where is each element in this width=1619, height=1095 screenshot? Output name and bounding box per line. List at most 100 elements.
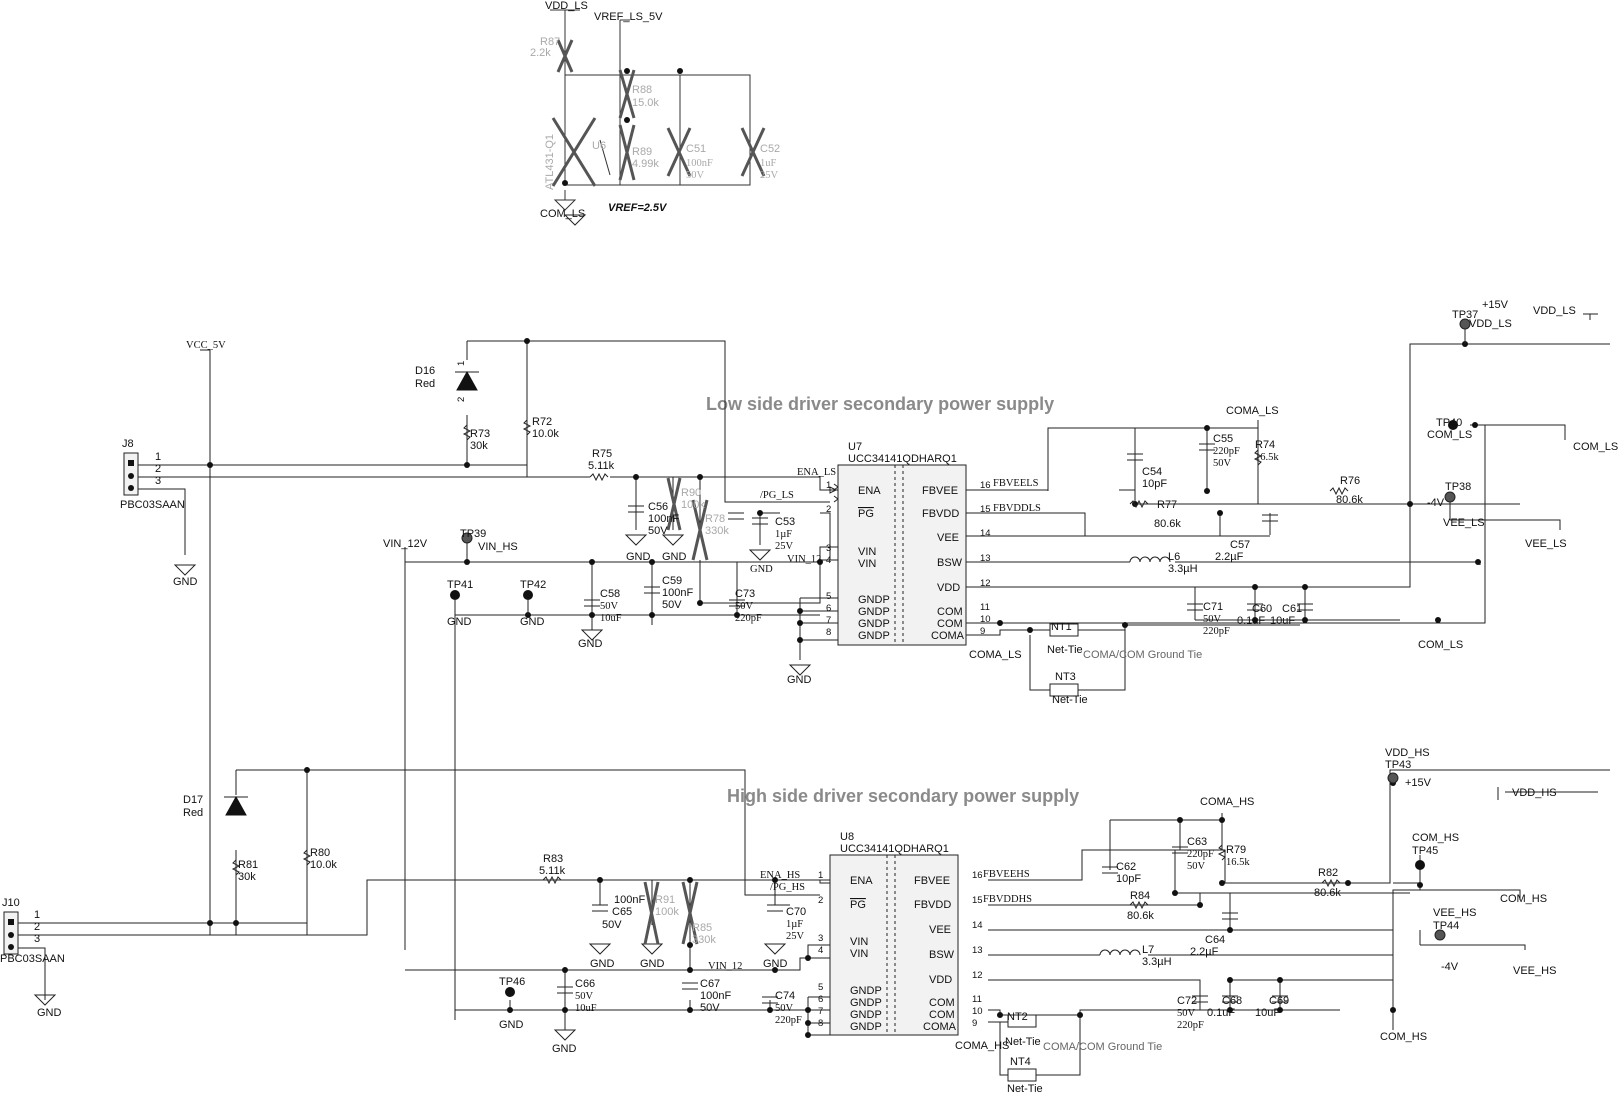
ena-hs-net: ENA_HS	[760, 870, 800, 881]
u7-num-2: 2	[826, 504, 831, 515]
u7-num-15: 15	[980, 504, 991, 515]
c65-value-1: 100nF	[614, 894, 645, 906]
u8-right-pins: FBVEE FBVDD VEE BSW VDD COM COM COMA 16 …	[914, 870, 983, 1033]
d17-label: D17	[183, 794, 203, 806]
r83-value: 5.11k	[539, 865, 566, 877]
c65-gnd: GND	[590, 958, 615, 970]
nt1-value: Net-Tie	[1047, 644, 1083, 656]
high-side-section: J10 PBC03SAAN 1 2 3 GND D17 Red R81 30k …	[0, 747, 1610, 1095]
c71-label: C71	[1203, 601, 1223, 613]
nt2-label: NT2	[1007, 1011, 1028, 1023]
u7-pin-ena: ENA	[858, 485, 881, 497]
r85-label: R85	[692, 922, 712, 934]
u6-label: U6	[592, 140, 606, 152]
u8-num-16: 16	[972, 870, 983, 881]
c59-value-1: 100nF	[662, 587, 693, 599]
c52-value-1: 1uF	[760, 158, 777, 169]
r77-value: 80.6k	[1154, 518, 1181, 530]
tp37-label: TP37	[1452, 309, 1478, 321]
c56-value-2: 50V	[648, 525, 668, 537]
u7-gnd: GND	[787, 674, 812, 686]
u7-pin-fbvdd: FBVDD	[922, 508, 959, 520]
c58-value-2: 10uF	[600, 613, 622, 624]
u8-num-4: 4	[818, 945, 823, 956]
r87-value: 2.2k	[530, 47, 551, 59]
pg-ls-net: /PG_LS	[760, 490, 794, 501]
minus4-ls: -4V	[1427, 497, 1445, 509]
r77-label: R77	[1157, 499, 1177, 511]
u7-pin-gndp-d: GNDP	[858, 630, 890, 642]
u7-ic-body	[837, 464, 967, 646]
u7-pin-coma: COMA	[931, 630, 965, 642]
u7-num-6: 6	[826, 603, 831, 614]
tp41-label: TP41	[447, 579, 473, 591]
r72-label: R72	[532, 416, 552, 428]
u7-num-10: 10	[980, 614, 991, 625]
nt3-label: NT3	[1055, 671, 1076, 683]
coma-ls-top: COMA_LS	[1226, 405, 1279, 417]
c54-label: C54	[1142, 466, 1162, 478]
fbveels-net: FBVEELS	[993, 478, 1039, 489]
tp39-icon	[461, 532, 473, 544]
low-side-title: Low side driver secondary power supply	[706, 394, 1054, 414]
c51-value-1: 100nF	[686, 158, 713, 169]
c53-gnd: GND	[750, 564, 773, 575]
c67-value-1: 100nF	[700, 990, 731, 1002]
u7-num-5: 5	[826, 591, 831, 602]
u8-pin-com-b: COM	[929, 1009, 955, 1021]
tp44-icon	[1434, 929, 1446, 941]
u7-num-13: 13	[980, 553, 991, 564]
plus15-hs: +15V	[1405, 777, 1432, 789]
vref-section: VDD_LS VREF_LS_5V R87 2.2k R88 15.0k R89…	[530, 0, 780, 220]
vee-ls-port: VEE_LS	[1525, 538, 1567, 550]
fbvddls-net: FBVDDLS	[993, 503, 1041, 514]
c66-label: C66	[575, 978, 595, 990]
vdd-hs-port: VDD_HS	[1512, 787, 1557, 799]
com-ls-port: COM_LS	[1573, 441, 1618, 453]
c60-value: 0.1uF	[1237, 615, 1265, 627]
u7-pin-gndp-c: GNDP	[858, 618, 890, 630]
j8-pin1: 1	[155, 451, 161, 463]
coma-hs-net: COMA_HS	[955, 1040, 1009, 1052]
u7-label: U7	[848, 441, 862, 453]
u8-num-13: 13	[972, 945, 983, 956]
c70-value-1: 1µF	[786, 919, 803, 930]
tp43-icon	[1387, 772, 1399, 784]
r79-label: R79	[1226, 844, 1246, 856]
com-ls-tp: COM_LS	[1427, 429, 1472, 441]
c68-value: 0.1uF	[1207, 1007, 1235, 1019]
c51-value-2: 50V	[686, 170, 705, 181]
r81-label: R81	[238, 859, 258, 871]
d16-color: Red	[415, 378, 435, 390]
u8-num-8: 8	[818, 1018, 823, 1029]
r73-value: 30k	[470, 440, 488, 452]
com-ls-bottom: COM_LS	[1418, 639, 1463, 651]
r79-value: 16.5k	[1226, 857, 1250, 868]
j10-gnd: GND	[37, 1007, 62, 1019]
c71-value-2: 220pF	[1203, 626, 1230, 637]
u8-num-9: 9	[972, 1018, 977, 1029]
j10-pin1: 1	[34, 909, 40, 921]
d16-pin1: 1	[456, 361, 467, 366]
r80-label: R80	[310, 847, 330, 859]
r84-label: R84	[1130, 890, 1150, 902]
r83-label: R83	[543, 853, 563, 865]
r72-value: 10.0k	[532, 428, 559, 440]
minus4-hs: -4V	[1441, 961, 1459, 973]
r84-value: 80.6k	[1127, 910, 1154, 922]
u6-part: ATL431-Q1	[544, 134, 556, 190]
c70-value-2: 25V	[786, 931, 805, 942]
r85-value: 330k	[692, 934, 716, 946]
c67-value-2: 50V	[700, 1002, 720, 1014]
r82-label: R82	[1318, 867, 1338, 879]
tp41-icon	[450, 590, 460, 600]
j8-part: PBC03SAAN	[120, 499, 185, 511]
tp40-icon	[1448, 420, 1458, 430]
c57-value: 2.2µF	[1215, 551, 1244, 563]
u8-num-1: 1	[818, 870, 823, 881]
j10-pin2: 2	[34, 921, 40, 933]
r90-label: R90	[681, 487, 701, 499]
l6-label: L6	[1168, 551, 1180, 563]
vin-12-net: VIN_12	[787, 554, 821, 565]
tp46-label: TP46	[499, 976, 525, 988]
